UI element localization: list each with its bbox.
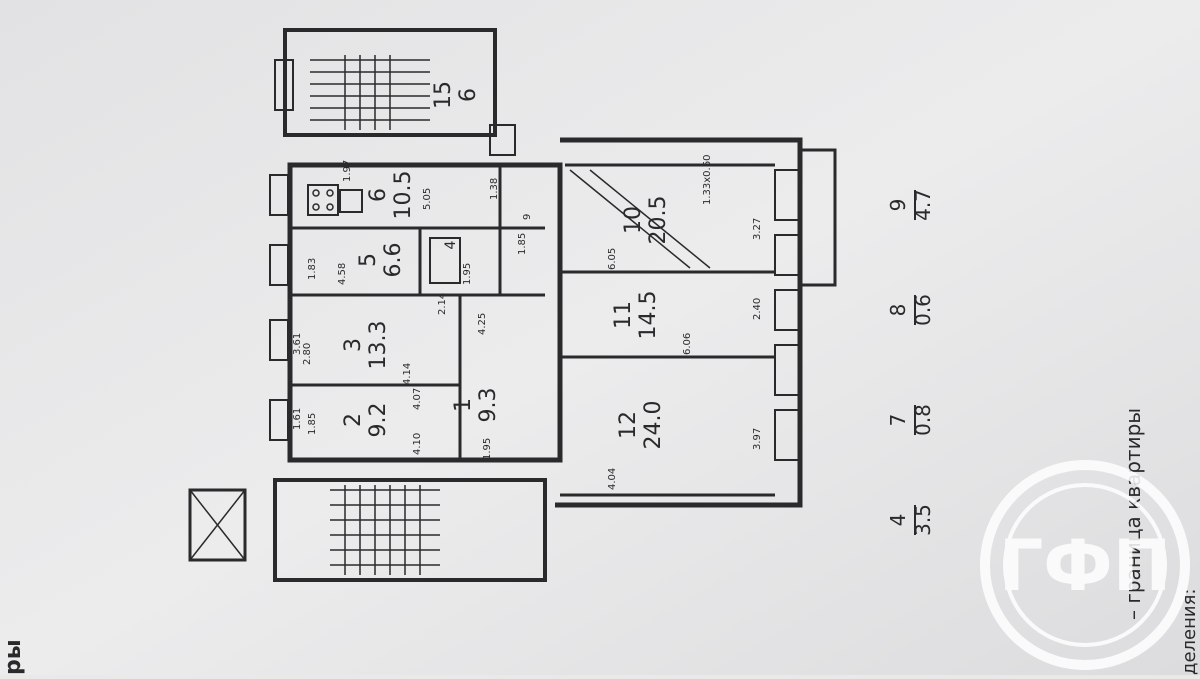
- partial-text: деления:: [1179, 589, 1200, 675]
- legend: 4 3.5 7 0.8 8 0.6 9 4.7 – граница кварти…: [1, 189, 1200, 675]
- dim-label: 1.95: [462, 263, 473, 285]
- dimension-labels: 5.05 1.97 1.83 4.58 1.95 2.14 1.85 3.61 …: [292, 155, 763, 490]
- dim-label: 2.40: [752, 298, 763, 320]
- room-12-area: 24.0: [641, 401, 666, 450]
- legend-num: 4: [886, 514, 910, 527]
- upper-stairs: [310, 55, 430, 130]
- room-15-label: 15: [431, 81, 456, 109]
- boundary-label: – граница квартиры: [1121, 408, 1145, 620]
- legend-area: 0.6: [911, 294, 935, 326]
- lower-stair-block: [273, 478, 547, 582]
- room-3-area: 13.3: [366, 321, 391, 370]
- dim-label: 3.27: [752, 218, 763, 240]
- bathtub: [429, 237, 461, 284]
- dim-label: 3.97: [752, 428, 763, 450]
- legend-area: 4.7: [911, 189, 935, 221]
- room-11-area: 14.5: [636, 291, 661, 340]
- edge-text: ры: [1, 639, 26, 675]
- sink: [339, 189, 363, 213]
- dim-label: 4.04: [607, 468, 618, 490]
- watermark: ГФП: [980, 460, 1190, 670]
- dim-label: 4.58: [337, 263, 348, 285]
- left-windows: [269, 59, 294, 441]
- dim-label: 1.61: [292, 408, 303, 430]
- right-windows: [774, 169, 801, 461]
- dim-label: 4.07: [412, 388, 423, 410]
- room-3-label: 3: [341, 338, 366, 352]
- room-12-label: 12: [616, 411, 641, 439]
- legend-item: 4 3.5: [886, 504, 935, 536]
- toilet: [489, 124, 516, 156]
- legend-item: 8 0.6: [886, 294, 935, 326]
- room-15-area: 6: [456, 88, 481, 102]
- dim-label: 1.95: [482, 438, 493, 460]
- dim-label: 5.05: [422, 188, 433, 210]
- room-10-area: 20.5: [646, 196, 671, 245]
- upper-stair-block: [283, 28, 497, 137]
- room-labels: 15 6 6 10.5 5 6.6 3 13.3 2 9.2 1 9.3 10 …: [341, 81, 671, 449]
- dim-label: 2.14: [437, 293, 448, 315]
- room-1-label: 1: [451, 398, 476, 412]
- dim-label: 3.61: [292, 333, 303, 355]
- legend-num: 7: [886, 414, 910, 427]
- dim-label: 4.14: [402, 363, 413, 385]
- dim-label: 1.38: [489, 178, 500, 200]
- apartment-outer-wall: [287, 162, 563, 463]
- dim-label: 1.83: [307, 258, 318, 280]
- legend-num: 9: [886, 199, 910, 212]
- room-11-label: 11: [611, 301, 636, 329]
- legend-num: 8: [886, 304, 910, 317]
- stove: [307, 184, 339, 216]
- room-2-label: 2: [341, 413, 366, 427]
- watermark-letters: ГФП: [999, 525, 1172, 607]
- room-5-area: 6.6: [381, 243, 406, 278]
- watermark-inner-ring: [1003, 483, 1167, 647]
- dim-label: 1.97: [342, 160, 353, 182]
- room-2-area: 9.2: [366, 403, 391, 438]
- floor-plan: [188, 28, 837, 582]
- dim-label: 6.06: [682, 333, 693, 355]
- elevator-cross: [189, 489, 246, 561]
- balcony: [800, 148, 837, 287]
- diagonal-line: [569, 169, 691, 269]
- legend-area: 3.5: [911, 504, 935, 536]
- dim-label: 2.80: [302, 343, 313, 365]
- dim-label: 6.05: [607, 248, 618, 270]
- legend-item: 7 0.8: [886, 404, 935, 436]
- dim-label: 1.33x0.60: [702, 155, 713, 205]
- room-6-label: 6: [366, 188, 391, 202]
- dim-label: 1.85: [307, 413, 318, 435]
- dim-label: 1.85: [517, 233, 528, 255]
- diagonal-line: [589, 169, 711, 269]
- legend-area: 0.8: [911, 404, 935, 436]
- dim-label: 9: [522, 214, 533, 220]
- room-5-label: 5: [356, 253, 381, 267]
- dim-label: 4.10: [412, 433, 423, 455]
- room-4-label: 4: [443, 240, 459, 249]
- room-10-label: 10: [621, 206, 646, 234]
- lower-stairs: [330, 485, 440, 575]
- legend-item: 9 4.7: [886, 189, 935, 221]
- dim-label: 4.25: [477, 313, 488, 335]
- room-1-area: 9.3: [476, 388, 501, 423]
- room-6-area: 10.5: [391, 171, 416, 220]
- watermark-ring: [980, 460, 1190, 670]
